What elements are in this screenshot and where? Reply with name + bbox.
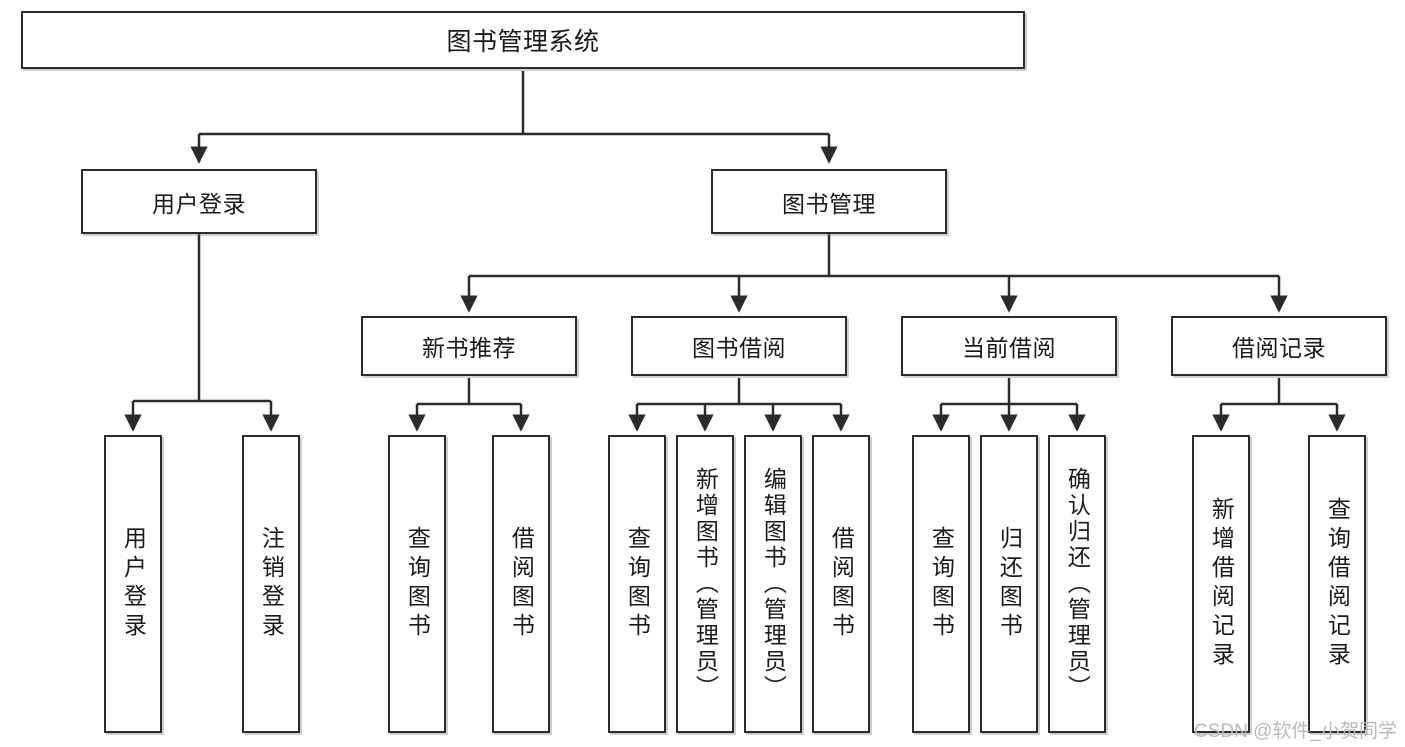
leaf-label: 确认归还（管理员） — [1064, 467, 1091, 701]
node-borrow-record-label: 借阅记录 — [1232, 335, 1326, 361]
node-user-login-label: 用户登录 — [152, 190, 246, 217]
node-new-book-recommend-label: 新书推荐 — [422, 335, 516, 361]
node-current-borrow[interactable]: 当前借阅 — [901, 316, 1117, 376]
watermark-text: CSDN @软件_小贺同学 — [1194, 721, 1397, 742]
node-book-management[interactable]: 图书管理 — [711, 169, 947, 234]
leaf-label: 查询图书 — [404, 526, 431, 642]
node-book-management-label: 图书管理 — [782, 190, 876, 217]
leaf-current-borrow-confirm[interactable]: 确认归还（管理员） — [1048, 435, 1106, 733]
node-new-book-recommend[interactable]: 新书推荐 — [361, 316, 577, 376]
leaf-user-login-login[interactable]: 用户登录 — [104, 435, 162, 733]
leaf-label: 归还图书 — [996, 526, 1023, 642]
leaf-label: 查询图书 — [624, 526, 651, 642]
leaf-user-login-logout[interactable]: 注销登录 — [242, 435, 300, 733]
node-root-label: 图书管理系统 — [446, 28, 600, 56]
leaf-label: 查询借阅记录 — [1324, 497, 1351, 671]
leaf-book-borrow-edit[interactable]: 编辑图书（管理员） — [744, 435, 802, 733]
leaf-new-book-borrow[interactable]: 借阅图书 — [492, 435, 550, 733]
leaf-label: 用户登录 — [120, 526, 147, 642]
node-book-borrow-label: 图书借阅 — [692, 335, 786, 361]
leaf-book-borrow-query[interactable]: 查询图书 — [608, 435, 666, 733]
leaf-label: 编辑图书（管理员） — [760, 467, 787, 701]
leaf-label: 新增图书（管理员） — [692, 467, 719, 701]
node-user-login[interactable]: 用户登录 — [81, 169, 317, 234]
node-root[interactable]: 图书管理系统 — [21, 11, 1025, 69]
leaf-book-borrow-add[interactable]: 新增图书（管理员） — [676, 435, 734, 733]
node-book-borrow[interactable]: 图书借阅 — [631, 316, 847, 376]
leaf-new-book-query[interactable]: 查询图书 — [388, 435, 446, 733]
leaf-label: 新增借阅记录 — [1208, 497, 1235, 671]
node-borrow-record[interactable]: 借阅记录 — [1171, 316, 1387, 376]
leaf-borrow-record-add[interactable]: 新增借阅记录 — [1192, 435, 1250, 733]
leaf-book-borrow-borrow[interactable]: 借阅图书 — [812, 435, 870, 733]
leaf-label: 注销登录 — [258, 526, 285, 642]
leaf-current-borrow-return[interactable]: 归还图书 — [980, 435, 1038, 733]
leaf-borrow-record-query[interactable]: 查询借阅记录 — [1308, 435, 1366, 733]
leaf-label: 查询图书 — [928, 526, 955, 642]
node-current-borrow-label: 当前借阅 — [962, 335, 1056, 361]
leaf-current-borrow-query[interactable]: 查询图书 — [912, 435, 970, 733]
leaf-label: 借阅图书 — [508, 526, 535, 642]
leaf-label: 借阅图书 — [828, 526, 855, 642]
